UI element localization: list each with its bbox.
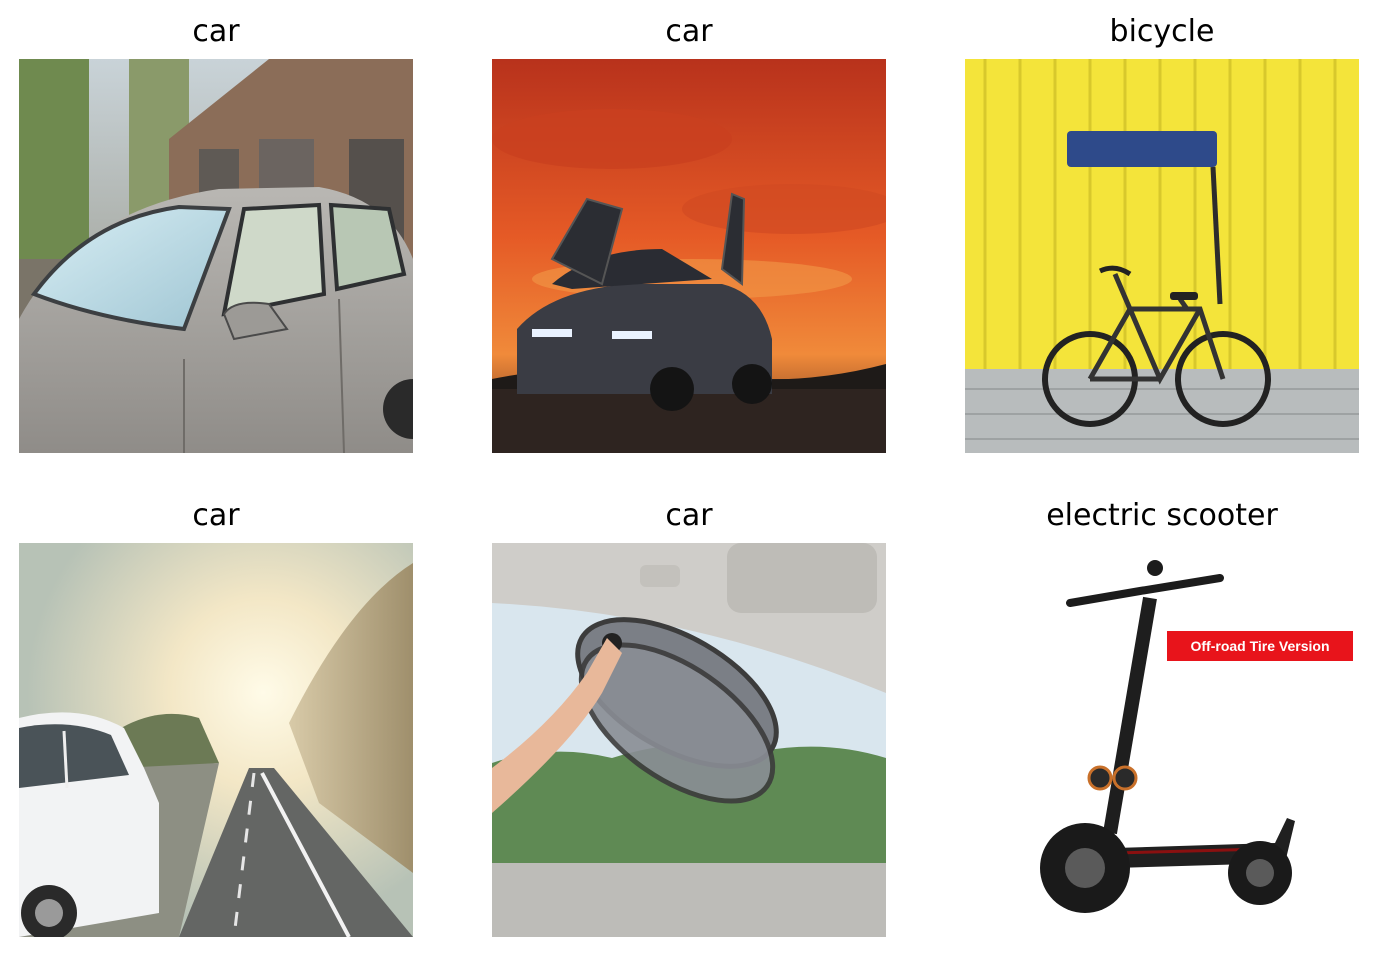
- cell-label: car: [192, 14, 240, 49]
- scooter-badge: Off-road Tire Version: [1191, 638, 1330, 654]
- image-sports-car-sunset: [492, 59, 886, 453]
- image-window-sunshade: [492, 543, 886, 937]
- electric-scooter-illustration: Off-road Tire Version: [965, 543, 1359, 937]
- window-sunshade-illustration: [492, 543, 886, 937]
- bicycle-illustration: [965, 59, 1359, 453]
- image-white-suv-road: [19, 543, 413, 937]
- image-bicycle-canopy: [965, 59, 1359, 453]
- badge-background: [1167, 631, 1353, 661]
- image-silver-sedan: [19, 59, 413, 453]
- cell-label: bicycle: [1109, 14, 1215, 49]
- cell-label: car: [192, 498, 240, 533]
- cell-label: electric scooter: [1046, 498, 1278, 533]
- sports-car-illustration: [492, 59, 886, 453]
- image-electric-scooter: Off-road Tire Version: [965, 543, 1359, 937]
- cell-label: car: [665, 14, 713, 49]
- silver-sedan-illustration: [19, 59, 413, 453]
- white-suv-illustration: [19, 543, 413, 937]
- cell-label: car: [665, 498, 713, 533]
